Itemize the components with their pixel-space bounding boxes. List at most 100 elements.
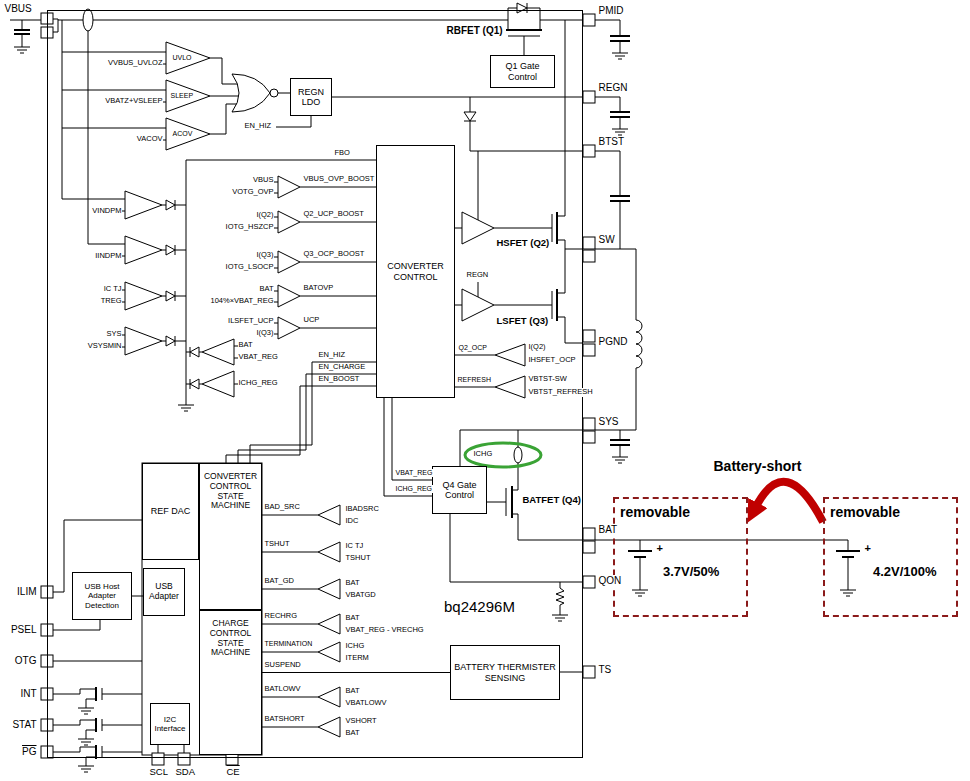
- comparator-symbol: [318, 614, 340, 634]
- signal-label: IOTG_HSZCP: [225, 223, 274, 232]
- pin: [583, 666, 595, 678]
- mosfet-symbol: [506, 29, 542, 31]
- wire: [162, 205, 186, 341]
- pin: [583, 145, 595, 157]
- pin: [583, 344, 595, 356]
- node-text: CHARGE CONTROL STATE MACHINE: [203, 619, 258, 658]
- comparator-symbol: [278, 317, 300, 339]
- signal-label: BAD_SRC: [264, 503, 300, 512]
- node-text: USB Adapter: [147, 582, 181, 602]
- signal-label: Q3_OCP_BOOST: [303, 250, 365, 259]
- comparator-symbol: [278, 176, 300, 198]
- signal-label: SYS: [598, 416, 619, 428]
- wire: [455, 282, 583, 343]
- signal-label: SYS: [106, 330, 122, 339]
- comparator-symbol: [125, 191, 162, 219]
- signal-label: REFRESH: [457, 376, 491, 384]
- signal-label: VBATGD: [345, 591, 376, 600]
- ref-dac-block: REF DAC: [142, 463, 199, 560]
- signal-label: VBATZ+VSLEEP: [105, 97, 163, 106]
- ground-symbol: [14, 42, 30, 53]
- signal-label: UVLO: [172, 54, 192, 62]
- node-text: REF DAC: [146, 506, 195, 516]
- comparator-symbol: [495, 376, 525, 398]
- comparator-symbol: [166, 118, 210, 150]
- signal-label: BAT: [345, 579, 360, 588]
- signal-label: VINDPM: [92, 207, 122, 216]
- signal-label: SCL: [149, 767, 168, 778]
- nor-gate: [270, 89, 278, 97]
- ground-symbol: [612, 124, 628, 135]
- signal-label: TSHUT: [264, 540, 290, 549]
- comparator-symbol: [202, 339, 234, 365]
- wire: [560, 672, 583, 673]
- signal-label: RBFET (Q1): [446, 25, 503, 37]
- signal-label: REGN: [598, 82, 628, 94]
- node-text: Q4 Gate Control: [436, 480, 483, 501]
- signal-label: I(Q2): [256, 211, 274, 220]
- ground-symbol: [78, 761, 94, 772]
- signal-label: TS: [598, 664, 612, 676]
- signal-label: IINDPM: [95, 252, 122, 261]
- gate-control-block: Q4 Gate Control: [432, 466, 487, 514]
- node-text: BATTERY THERMISTER SENSING: [454, 662, 556, 683]
- signal-label: VBTST-SW: [528, 375, 567, 384]
- signal-label: BAT_GD: [264, 577, 294, 586]
- ground-symbol: [552, 610, 568, 621]
- ic-package: bq24296MREGN LDOQ1 Gate ControlCONVERTER…: [47, 10, 583, 758]
- nor-gate: [232, 74, 278, 112]
- signal-label: CE: [226, 767, 240, 778]
- signal-label: VBATLOWV: [345, 699, 387, 708]
- connector-label: SUSPEND: [264, 661, 301, 670]
- battery-symbol: [628, 551, 860, 557]
- mosfet-symbol: [512, 212, 557, 518]
- comparator-symbol: [318, 717, 340, 737]
- pin: [583, 576, 595, 588]
- connector: [262, 672, 450, 673]
- pin: [583, 330, 595, 342]
- wire: [53, 747, 142, 761]
- signal-label: VBTST_REFRESH: [528, 388, 593, 397]
- pin: [583, 541, 595, 553]
- comparator-symbol: [125, 282, 162, 310]
- signal-label: EN_HIZ: [244, 122, 272, 131]
- ground-symbol: [78, 734, 94, 745]
- diode-symbol: [190, 347, 191, 389]
- current-sense-loop: [514, 447, 522, 463]
- signal-label: IOTG_LSOCP: [225, 263, 274, 272]
- signal-label: IBADSRC: [345, 505, 379, 514]
- signal-label: EN_BOOST: [318, 375, 360, 384]
- comparator-symbol: [202, 371, 234, 397]
- diode-symbol: [190, 379, 199, 389]
- signal-label: ICHG: [473, 450, 493, 459]
- node-text: REGN LDO: [294, 87, 328, 108]
- wire: [384, 398, 432, 496]
- comparator-symbol: [166, 42, 210, 74]
- wire: [595, 320, 642, 452]
- wire: [455, 355, 495, 387]
- gate-driver: [462, 212, 494, 244]
- signal-label: QON: [598, 575, 622, 587]
- detection-block: USB Host Adapter Detection: [72, 572, 132, 620]
- pin: [41, 13, 595, 765]
- gate-driver: [462, 289, 494, 321]
- signal-label: PGND: [598, 336, 628, 348]
- mosfet-symbol: [506, 214, 552, 516]
- signal-label: VBAT_REG - VRECHG: [345, 626, 424, 635]
- comparator-symbol: [318, 579, 340, 599]
- mosfet-symbol: [95, 687, 97, 759]
- signal-label: 104%×VBAT_REG: [210, 297, 274, 306]
- signal-label: BAT: [238, 341, 253, 350]
- pin: [583, 528, 595, 540]
- signal-label: Q2_UCP_BOOST: [303, 210, 364, 219]
- highlight-ellipse: [465, 443, 541, 467]
- signal-label: BAT: [345, 729, 360, 738]
- signal-label: VVBUS_UVLOZ: [107, 59, 163, 68]
- node-text: bq24296M: [444, 598, 515, 615]
- wire: [158, 745, 184, 753]
- comparator-symbol: [318, 642, 340, 662]
- signal-label: VBUS_OVP_BOOST: [303, 175, 375, 184]
- state-machine-block: CHARGE CONTROL STATE MACHINE: [199, 610, 262, 755]
- wire: [226, 362, 376, 463]
